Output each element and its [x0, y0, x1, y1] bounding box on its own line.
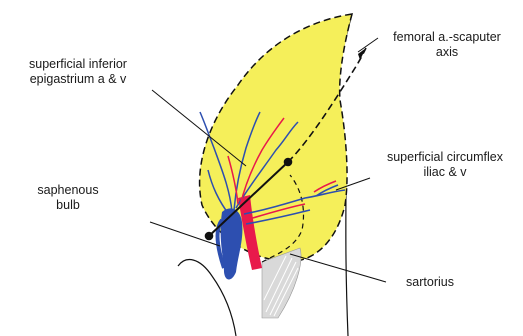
label-sci-line1: superficial circumflex: [370, 150, 520, 165]
axis-end-dot-2: [284, 158, 293, 167]
label-sartorius: sartorius: [380, 275, 480, 290]
label-sie-line1: superficial inferior: [4, 57, 152, 72]
label-sci-line2: iliac & v: [370, 165, 520, 180]
label-femoral-axis: femoral a.-scaputer axis: [372, 30, 522, 60]
label-femoral-axis-line1: femoral a.-scaputer: [372, 30, 522, 45]
label-sie-line2: epigastrium a & v: [4, 72, 152, 87]
label-femoral-axis-line2: axis: [372, 45, 522, 60]
label-superficial-circumflex-iliac: superficial circumflex iliac & v: [370, 150, 520, 180]
axis-end-dot-1: [205, 232, 214, 241]
label-saphenous-line2: bulb: [18, 198, 118, 213]
saphenous-vein: [221, 208, 243, 279]
label-saphenous-bulb: saphenous bulb: [18, 183, 118, 213]
label-saphenous-line1: saphenous: [18, 183, 118, 198]
label-superficial-inferior-epigastrium: superficial inferior epigastrium a & v: [4, 57, 152, 87]
label-sartorius-line1: sartorius: [380, 275, 480, 290]
